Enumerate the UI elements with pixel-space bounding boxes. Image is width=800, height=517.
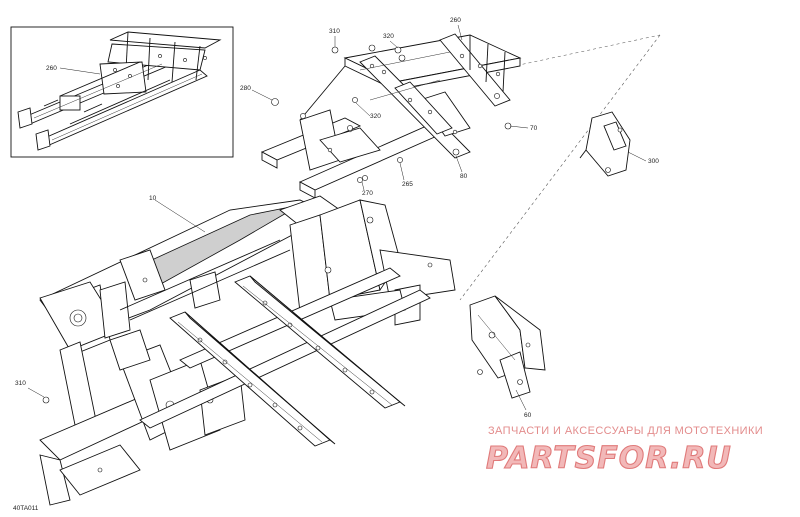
- inset-panel: 260: [10, 26, 234, 158]
- bracket-60: [469, 295, 546, 399]
- main-frame: [39, 195, 456, 506]
- inset-frame-sketch: [17, 31, 222, 151]
- watermark-logo: PARTSFOR.RU: [486, 441, 732, 476]
- bracket-300: [579, 111, 631, 177]
- callout-label: 280: [240, 85, 251, 92]
- callout-label: 260: [450, 17, 461, 24]
- callout-label: 60: [524, 412, 532, 419]
- figure-code: 40TA011: [13, 505, 39, 512]
- callout-label: 310: [329, 28, 340, 35]
- fastener-nuts: [271, 44, 512, 183]
- callout-label: 10: [149, 195, 157, 202]
- callout-label: 265: [402, 181, 413, 188]
- callout-label: 320: [383, 33, 394, 40]
- watermark-tagline: ЗАПЧАСТИ И АКСЕССУАРЫ ДЛЯ МОТОТЕХНИКИ: [488, 425, 763, 437]
- callout-label: 310: [15, 380, 26, 387]
- callout-label: 80: [460, 173, 468, 180]
- upper-subframe: [260, 33, 522, 199]
- projection-lines: [459, 34, 661, 301]
- callout-label: 260: [46, 65, 57, 72]
- footrest-rail-left: [169, 311, 336, 447]
- footrest-rail-right: [234, 275, 406, 409]
- callout-label: 270: [362, 190, 373, 197]
- callouts: 310 320 260 280 320 70 80 270 265 300 10…: [15, 17, 659, 419]
- watermark: ЗАПЧАСТИ И АКСЕССУАРЫ ДЛЯ МОТОТЕХНИКИ PA…: [485, 425, 763, 477]
- callout-label: 320: [370, 113, 381, 120]
- callout-label: 70: [530, 125, 538, 132]
- callout-label: 300: [648, 158, 659, 165]
